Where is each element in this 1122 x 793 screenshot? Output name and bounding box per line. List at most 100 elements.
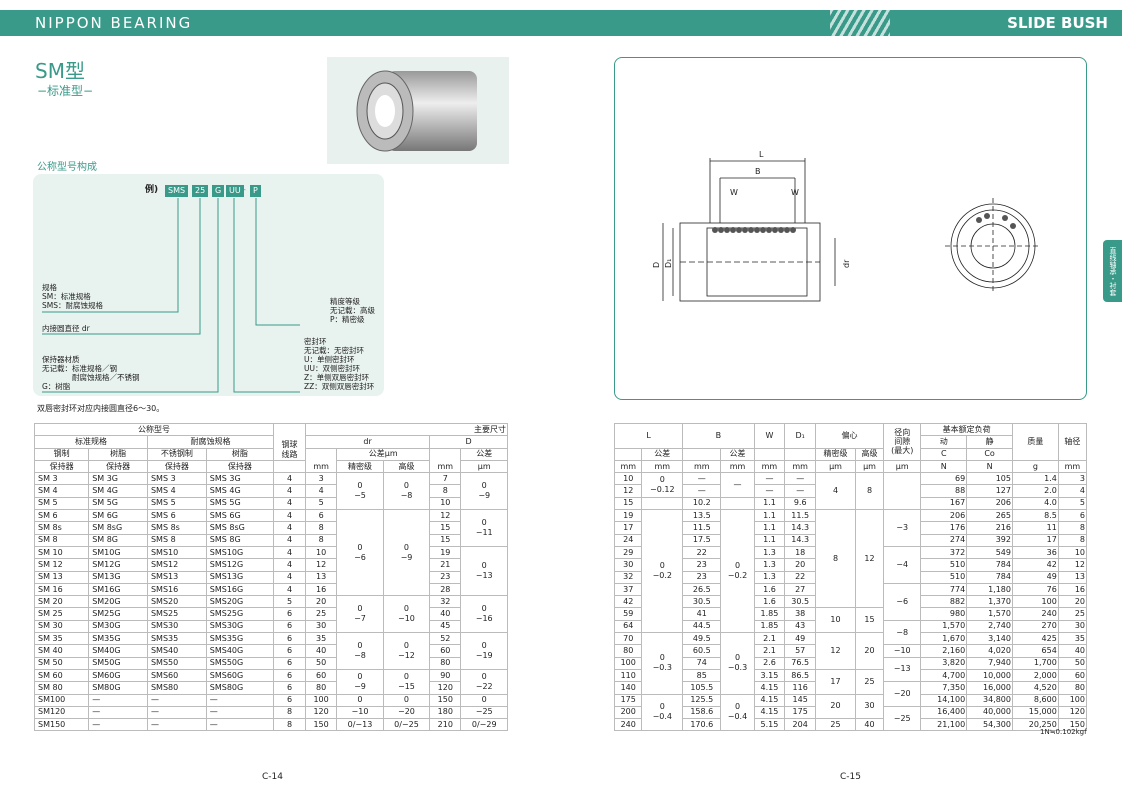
cell-W: 1.1: [753, 496, 786, 511]
cell-D1: 76.5: [784, 656, 817, 670]
table-cell: SMS10G: [205, 545, 275, 560]
tol-cell: 0 −8: [382, 472, 431, 511]
table-cell: 6: [273, 693, 306, 707]
table-cell: SM80G: [88, 681, 148, 695]
table-cell: SMS 3: [146, 472, 207, 486]
cell-Co: 206: [966, 496, 1013, 511]
table-cell: 6: [273, 644, 306, 658]
cell-Co: 4,020: [966, 644, 1013, 658]
cell-D1: —: [784, 484, 817, 498]
table-cell: 16: [304, 582, 338, 597]
tol-cell: 0 −13: [460, 545, 508, 597]
cell-shaft: 3: [1057, 472, 1088, 486]
cell-B: —: [682, 484, 722, 498]
side-tab[interactable]: 直线轴承・衬套: [1103, 240, 1122, 302]
cell-L: 17: [613, 521, 643, 535]
table-cell: 60: [304, 668, 338, 683]
cell-mass: 17: [1011, 533, 1059, 547]
cell-B: —: [682, 472, 722, 486]
table-cell: —: [146, 693, 207, 707]
cell-mass: 240: [1011, 607, 1059, 621]
cell-L: 30: [613, 558, 643, 572]
cell-B: 158.6: [682, 705, 722, 720]
table-cell: 120: [429, 681, 462, 695]
cell-Co: 3,140: [966, 632, 1013, 646]
slide-bush-photo-icon: [356, 70, 477, 152]
cell-Co: 265: [966, 509, 1013, 523]
cell-W: 4.15: [753, 705, 786, 720]
table-cell: —: [88, 718, 148, 732]
table-cell: SMS 5: [146, 496, 207, 511]
cell-B: 105.5: [682, 681, 722, 695]
cell-B: 49.5: [682, 632, 722, 646]
cell-D1: 49: [784, 632, 817, 646]
cell-C: 4,700: [920, 668, 968, 683]
table-cell: SM10G: [88, 545, 148, 560]
tol-cell: 0 −9: [336, 668, 384, 695]
table-cell: SMS50: [146, 656, 207, 670]
cell-shaft: 12: [1057, 558, 1088, 572]
cell-W: 1.6: [753, 595, 786, 609]
cell-W: 2.1: [753, 644, 786, 658]
cell-C: 16,400: [920, 705, 968, 720]
cell-mass: 15,000: [1011, 705, 1059, 720]
dim-D1: D₁: [664, 259, 673, 268]
cell-D1: 38: [784, 607, 817, 621]
tol-cell: 0: [382, 693, 431, 707]
cell-shaft: 4: [1057, 484, 1088, 498]
cell-mass: 425: [1011, 632, 1059, 646]
table-cell: 4: [273, 484, 306, 498]
cell-B: 74: [682, 656, 722, 670]
cell-B: 11.5: [682, 521, 722, 535]
cell-W: 4.15: [753, 693, 786, 707]
cell-Co: 105: [966, 472, 1013, 486]
table-cell: 21: [429, 558, 462, 572]
table-cell: 6: [273, 656, 306, 670]
table-cell: 10: [429, 496, 462, 511]
cell-L: 12: [613, 484, 643, 498]
table-cell: SM100: [33, 693, 90, 707]
cell-shaft: 5: [1057, 496, 1088, 511]
cell-L: 100: [613, 656, 643, 670]
cell-C: 510: [920, 570, 968, 584]
config-leader-lines: [42, 198, 300, 393]
tol-cell: 0 −9: [382, 509, 431, 597]
cell-ecc-prec: 10: [815, 607, 856, 634]
cell-W: 1.1: [753, 521, 786, 535]
cell-ecc-high: 40: [854, 718, 885, 732]
cell-clearance: −4: [883, 545, 922, 584]
cell-B: 17.5: [682, 533, 722, 547]
cell-D1: 204: [784, 718, 817, 732]
cell-mass: 8.5: [1011, 509, 1059, 523]
cell-L-tol: 0 −0.2: [641, 509, 684, 634]
page-number-right: C-15: [840, 772, 861, 782]
table-cell: SM 35: [33, 632, 90, 646]
cell-D1: 30.5: [784, 595, 817, 609]
tol-cell: 0 −22: [460, 668, 508, 695]
table-cell: SMS16: [146, 582, 207, 597]
table-cell: SMS 8: [146, 533, 207, 547]
table-cell: 8: [304, 521, 338, 535]
cell-C: 510: [920, 558, 968, 572]
cell-B: 23: [682, 570, 722, 584]
cell-C: 274: [920, 533, 968, 547]
cell-ecc-high: 25: [854, 668, 885, 695]
table-cell: SMS 8G: [205, 533, 275, 547]
table-cell: SM 5: [33, 496, 90, 511]
table-cell: 25: [304, 607, 338, 621]
cell-ecc-prec: 20: [815, 693, 856, 720]
cell-D1: 43: [784, 619, 817, 634]
cell-B-tol: [720, 496, 755, 511]
table-cell: 15: [429, 533, 462, 547]
cell-Co: 40,000: [966, 705, 1013, 720]
